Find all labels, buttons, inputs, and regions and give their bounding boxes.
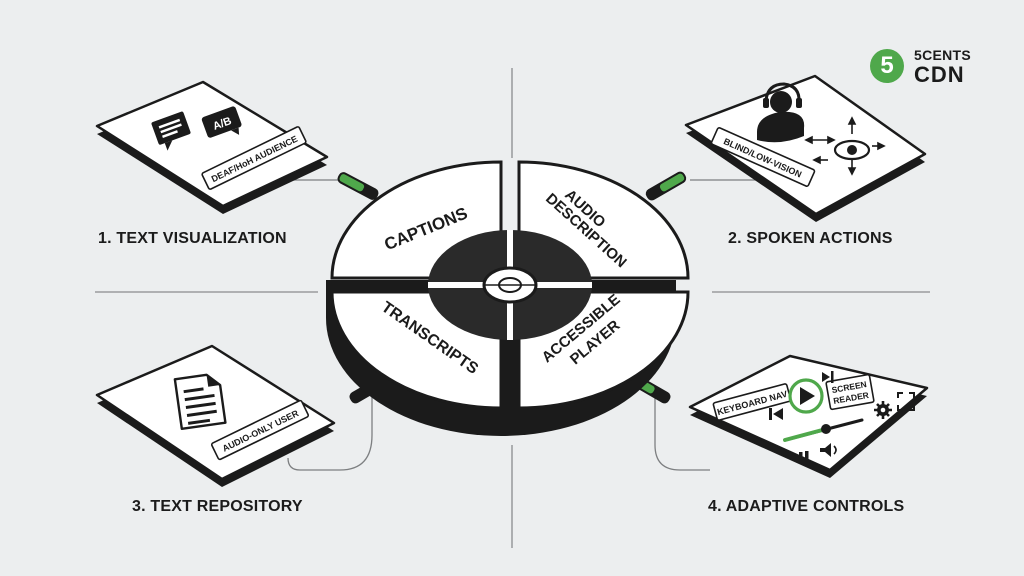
skip-forward-icon: [822, 371, 834, 383]
volume-icon: [820, 443, 837, 457]
card-adaptive-controls: KEYBOARD NAV SCREEN READER: [688, 354, 929, 478]
chat-icon: [151, 111, 191, 151]
card-text-visualization: A/B DEAF/HoH AUDIENCE: [95, 80, 329, 214]
swap-arrows-icon: [804, 116, 886, 176]
fullscreen-icon: [897, 392, 915, 411]
plug-tl: [337, 172, 379, 200]
card-text-repository: AUDIO-ONLY USER: [95, 344, 336, 487]
headset-person-icon: [757, 82, 805, 143]
center-disc: [326, 160, 690, 436]
caption-adaptive-controls: 4. ADAPTIVE CONTROLS: [708, 498, 905, 515]
caption-spoken-actions: 2. SPOKEN ACTIONS: [728, 230, 893, 247]
pause-icon: [799, 451, 809, 463]
eye-icon: [833, 139, 871, 161]
plug-tr: [645, 171, 687, 201]
skip-back-icon: [769, 408, 783, 420]
brand-logo: 5 5CENTS CDN: [870, 45, 980, 89]
wire-bl: [287, 395, 373, 471]
wire-br: [654, 395, 710, 471]
document-icon: [173, 373, 227, 431]
logo-line2: CDN: [914, 62, 965, 87]
card-spoken-actions: BLIND/LOW-VISION: [684, 74, 927, 222]
logo-line1: 5CENTS: [914, 47, 972, 63]
settings-gear-icon: [874, 401, 892, 419]
divider-lines: [95, 68, 930, 548]
caption-text-visualization: 1. TEXT VISUALIZATION: [98, 230, 287, 247]
progress-slider: [783, 418, 864, 442]
logo-badge-icon: 5: [870, 49, 904, 83]
caption-text-repository: 3. TEXT REPOSITORY: [132, 498, 303, 515]
translate-badge-icon: A/B: [201, 106, 242, 138]
tag-screen-reader: SCREEN READER: [825, 373, 875, 411]
play-button-icon: [788, 378, 824, 414]
